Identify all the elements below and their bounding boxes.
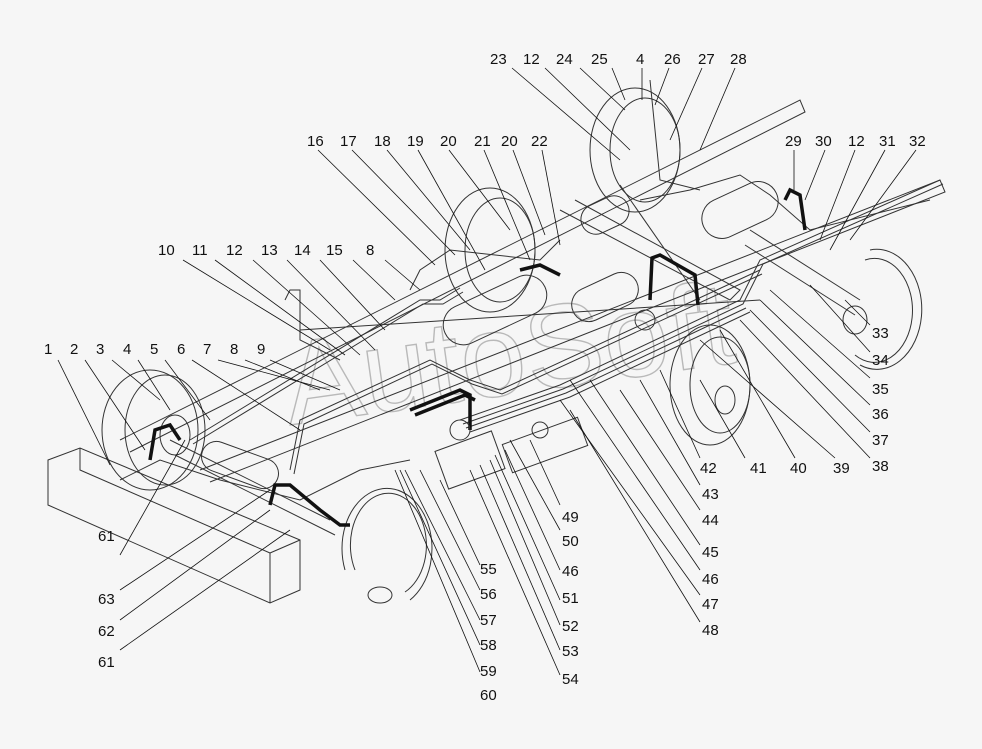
callout-26: 26 [664,51,681,68]
callout-23: 23 [490,51,507,68]
callout-59: 59 [480,663,497,680]
callout-50: 50 [562,533,579,550]
callout-30: 30 [815,133,832,150]
leader-lines [57,67,917,676]
front-crossmember [47,447,301,604]
callout-5: 5 [150,341,159,358]
callout-25: 25 [591,51,608,68]
callout-37: 37 [872,432,889,449]
callout-12: 12 [226,242,243,259]
front-right-brake-drum [341,487,433,604]
callout-18: 18 [374,133,391,150]
callout-7: 7 [203,341,212,358]
callout-61: 61 [98,528,115,545]
callout-54: 54 [562,671,579,688]
callout-21: 21 [474,133,491,150]
rear-right-brake-drum [842,248,923,370]
callout-62: 62 [98,623,115,640]
callout-9: 9 [257,341,266,358]
flexible-hoses [148,187,807,527]
callout-24: 24 [556,51,573,68]
callout-57: 57 [480,612,497,629]
callout-10: 10 [158,242,175,259]
callout-27: 27 [698,51,715,68]
callout-14: 14 [294,242,311,259]
callout-43: 43 [702,486,719,503]
callout-19: 19 [407,133,424,150]
callout-32: 32 [909,133,926,150]
callout-12: 12 [848,133,865,150]
callout-6: 6 [177,341,186,358]
callout-8: 8 [366,242,375,259]
rear-crossmember [559,199,741,301]
rear-axle [744,229,861,316]
callout-2: 2 [70,341,79,358]
callout-39: 39 [833,460,850,477]
callout-38: 38 [872,458,889,475]
callout-16: 16 [307,133,324,150]
middle-left-brake-drum [444,187,536,313]
callout-33: 33 [872,325,889,342]
callout-29: 29 [785,133,802,150]
callout-41: 41 [750,460,767,477]
callout-13: 13 [261,242,278,259]
callout-51: 51 [562,590,579,607]
callout-36: 36 [872,406,889,423]
front-axle [169,439,336,536]
callout-31: 31 [879,133,896,150]
brake-pipe-bundle [119,79,944,501]
callout-63: 63 [98,591,115,608]
callout-42: 42 [700,460,717,477]
callout-47: 47 [702,596,719,613]
callout-20: 20 [501,133,518,150]
callout-20: 20 [440,133,457,150]
callout-44: 44 [702,512,719,529]
callout-40: 40 [790,460,807,477]
callout-11: 11 [192,242,208,259]
watermark: AutoSoft [275,257,742,451]
callout-3: 3 [96,341,105,358]
callout-12: 12 [523,51,540,68]
callout-46: 46 [702,571,719,588]
callout-52: 52 [562,618,579,635]
callout-28: 28 [730,51,747,68]
callout-35: 35 [872,381,889,398]
callout-4: 4 [636,51,645,68]
callout-55: 55 [480,561,497,578]
callout-49: 49 [562,509,579,526]
callout-56: 56 [480,586,497,603]
callout-58: 58 [480,637,497,654]
callout-45: 45 [702,544,719,561]
rear-left-brake-drum [589,87,681,213]
callout-34: 34 [872,352,889,369]
callout-1: 1 [44,341,53,358]
callout-48: 48 [702,622,719,639]
callout-4: 4 [123,341,132,358]
callout-15: 15 [326,242,343,259]
air-reservoirs [201,181,779,490]
callout-17: 17 [340,133,357,150]
callout-53: 53 [562,643,579,660]
callout-46: 46 [562,563,579,580]
callout-22: 22 [531,133,548,150]
callout-8: 8 [230,341,239,358]
callout-60: 60 [480,687,497,704]
callout-61: 61 [98,654,115,671]
